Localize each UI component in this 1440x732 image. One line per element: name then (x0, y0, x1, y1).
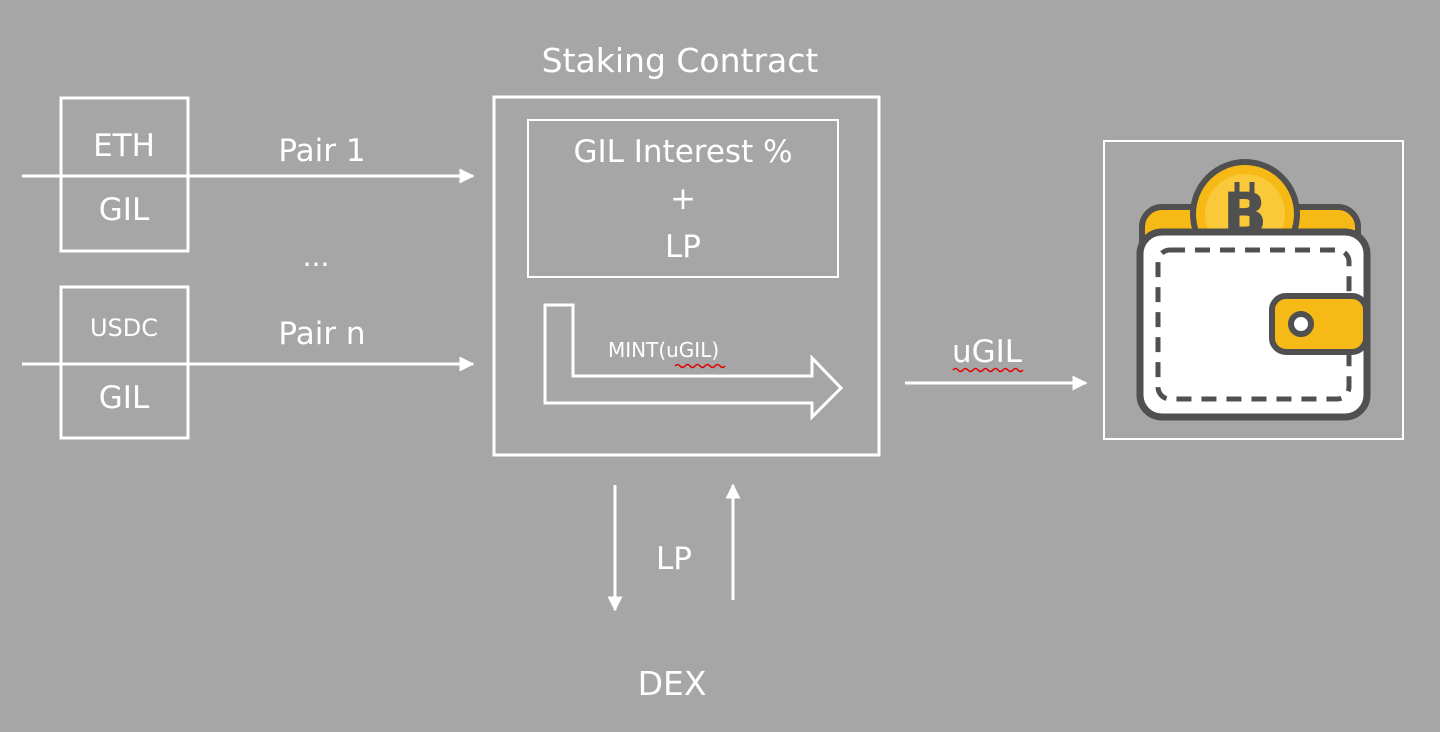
mint-arrow (543, 303, 844, 421)
interest-plus: + (670, 181, 696, 217)
pair-n-bottom-token: GIL (99, 380, 150, 416)
pairs-ellipsis: ... (303, 240, 330, 273)
staking-contract-title: Staking Contract (542, 41, 819, 80)
output-label: uGIL (952, 334, 1023, 370)
pair-1-token-box: ETH GIL (59, 96, 190, 253)
pair-1-label: Pair 1 (278, 133, 365, 169)
pair-n-label: Pair n (278, 316, 365, 352)
dex-lp-label: LP (656, 541, 692, 577)
interest-line-2: LP (665, 229, 701, 265)
pair-1-top-token: ETH (93, 128, 155, 164)
output-spellcheck-underline (952, 367, 1024, 373)
pair-1-bottom-token: GIL (99, 192, 150, 228)
staking-contract-box (492, 95, 881, 457)
wallet-icon: B (1136, 159, 1371, 421)
mint-label: MINT(uGIL) (608, 338, 719, 362)
pair-n-top-token: USDC (90, 314, 158, 342)
mint-spellcheck-underline (674, 363, 726, 369)
dex-label: DEX (638, 664, 707, 703)
interest-box: GIL Interest % + LP (527, 119, 839, 278)
interest-line-1: GIL Interest % (573, 134, 792, 170)
wallet-frame (1103, 140, 1404, 440)
